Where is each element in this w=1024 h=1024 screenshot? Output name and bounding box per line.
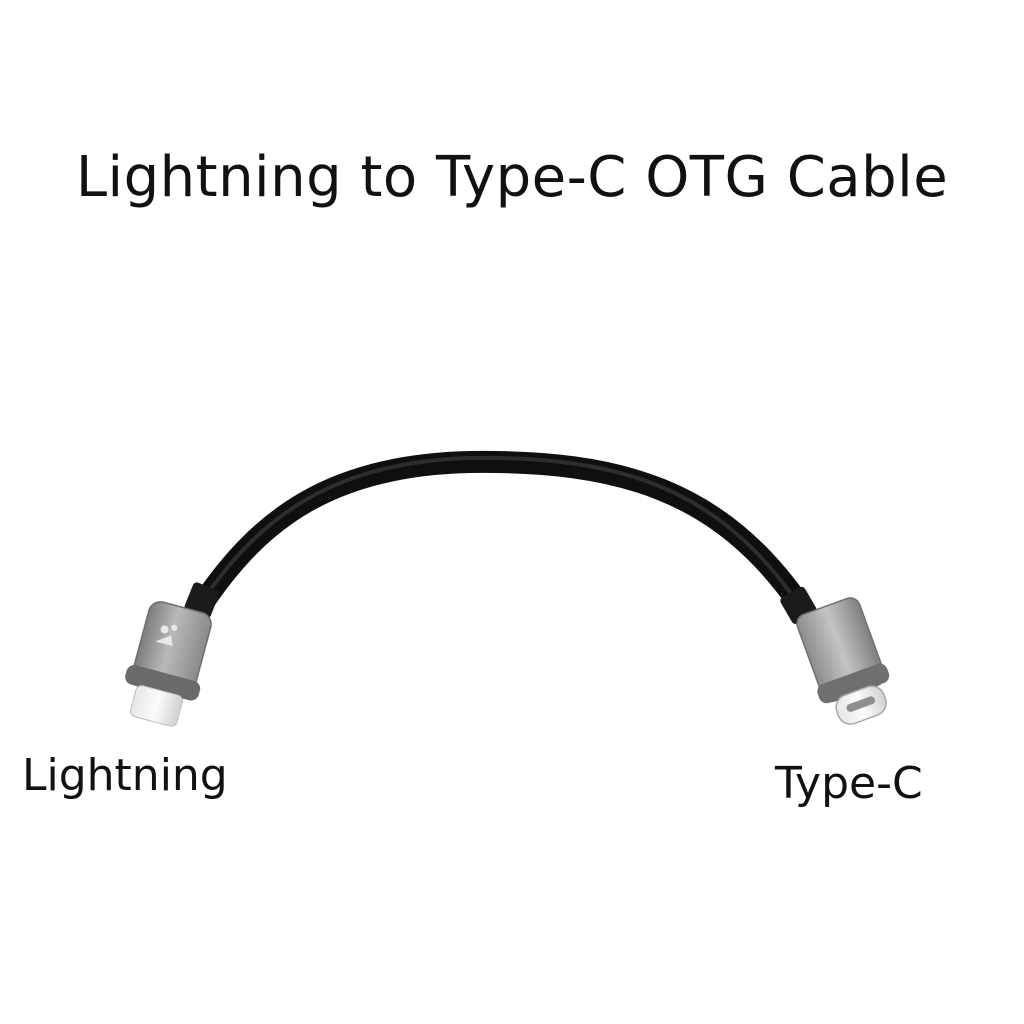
cable: [194, 450, 811, 616]
lightning-strain-relief: [184, 582, 220, 619]
brand-logo-icon: [155, 624, 178, 647]
typec-label: Type-C: [775, 758, 923, 809]
lightning-connector: [125, 601, 212, 727]
page-title: Lightning to Type-C OTG Cable: [75, 145, 949, 210]
typec-connector: [796, 597, 890, 725]
lightning-label: Lightning: [22, 750, 228, 801]
lightning-plug: [129, 685, 183, 727]
cable-highlight: [208, 455, 794, 597]
